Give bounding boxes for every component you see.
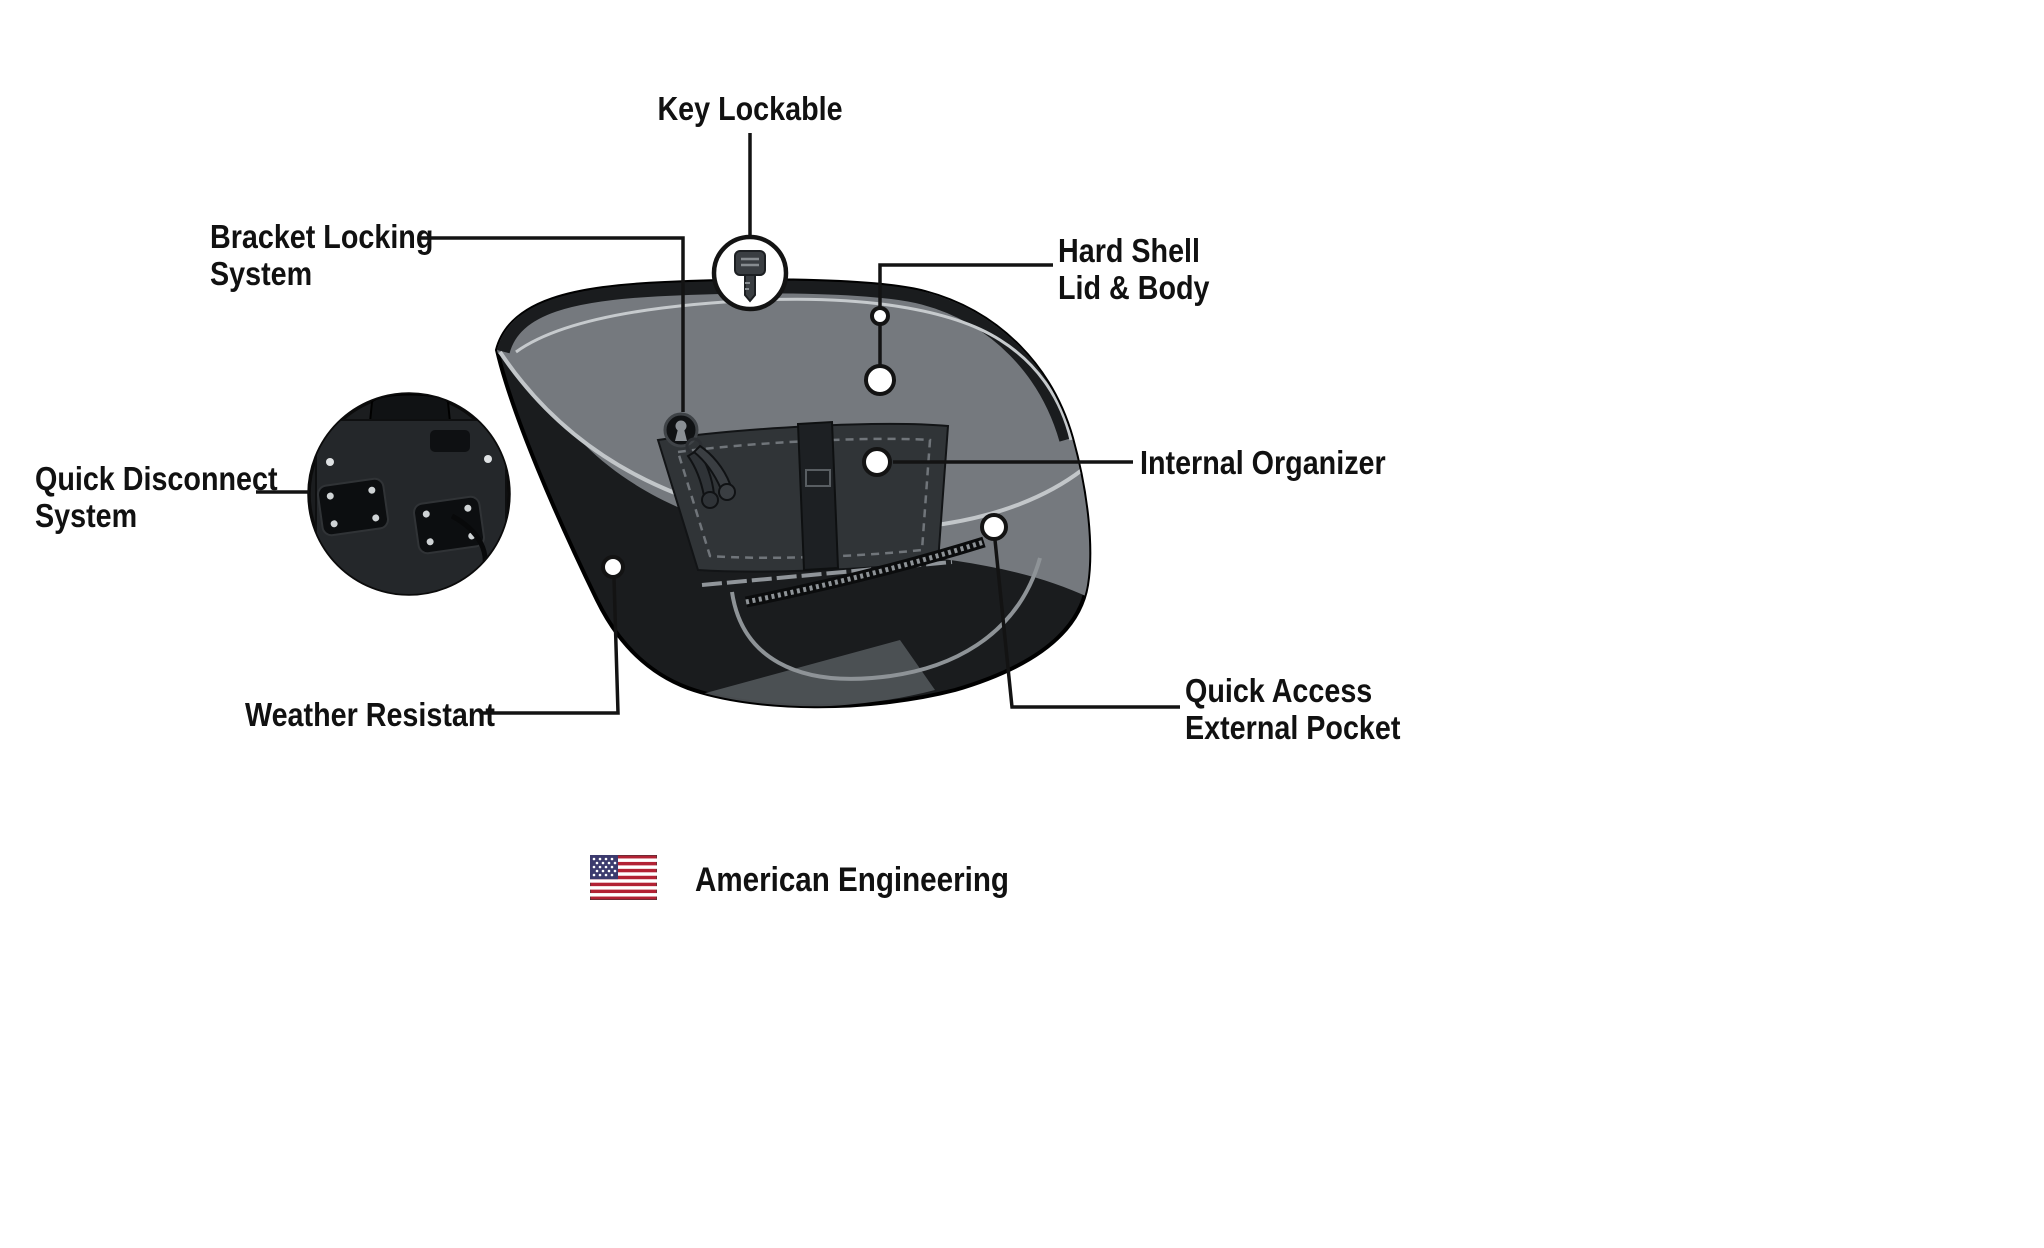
external-pocket-zipper xyxy=(744,536,986,608)
label-weather-resistant: Weather Resistant xyxy=(245,696,495,733)
mounting-back-plate xyxy=(315,419,507,594)
inset-handle xyxy=(368,394,452,423)
callout-dot-pocket xyxy=(980,513,1008,541)
mounting-bracket-left xyxy=(317,477,389,537)
callout-dot-organizer xyxy=(862,447,892,477)
label-american-engineering: American Engineering xyxy=(695,861,1009,899)
strap-buckle xyxy=(805,469,831,487)
lid-seam-top xyxy=(515,297,1073,441)
keys-icon xyxy=(685,437,736,509)
callout-dots xyxy=(601,306,1008,579)
saddlebag-body xyxy=(494,278,1092,709)
callout-line-weather-resistant xyxy=(482,577,620,715)
label-quick-disconnect-system: Quick Disconnect System xyxy=(35,460,278,534)
pocket-outline xyxy=(730,557,1042,681)
stitching-dashed xyxy=(676,437,932,560)
label-internal-organizer: Internal Organizer xyxy=(1140,444,1386,481)
key-icon xyxy=(711,234,789,312)
callout-dot-lid xyxy=(870,306,890,326)
label-bracket-locking-system: Bracket Locking System xyxy=(210,218,434,292)
callout-dot-body xyxy=(864,364,896,396)
callout-lines xyxy=(256,133,1180,715)
us-flag-icon xyxy=(589,854,658,901)
label-quick-access-external-pocket: Quick Access External Pocket xyxy=(1185,672,1401,746)
label-key-lockable: Key Lockable xyxy=(657,90,843,127)
quick-disconnect-inset xyxy=(307,392,511,596)
callout-dot-weather xyxy=(601,555,625,579)
callout-line-bracket-locking xyxy=(420,236,685,412)
callout-line-hard-shell xyxy=(878,263,1053,366)
organizer-strap xyxy=(796,420,840,572)
keyhole-icon xyxy=(663,412,699,448)
callout-line-quick-access xyxy=(993,539,1180,709)
label-hard-shell-lid-body: Hard Shell Lid & Body xyxy=(1058,232,1210,306)
mounting-bracket-right xyxy=(413,495,485,555)
